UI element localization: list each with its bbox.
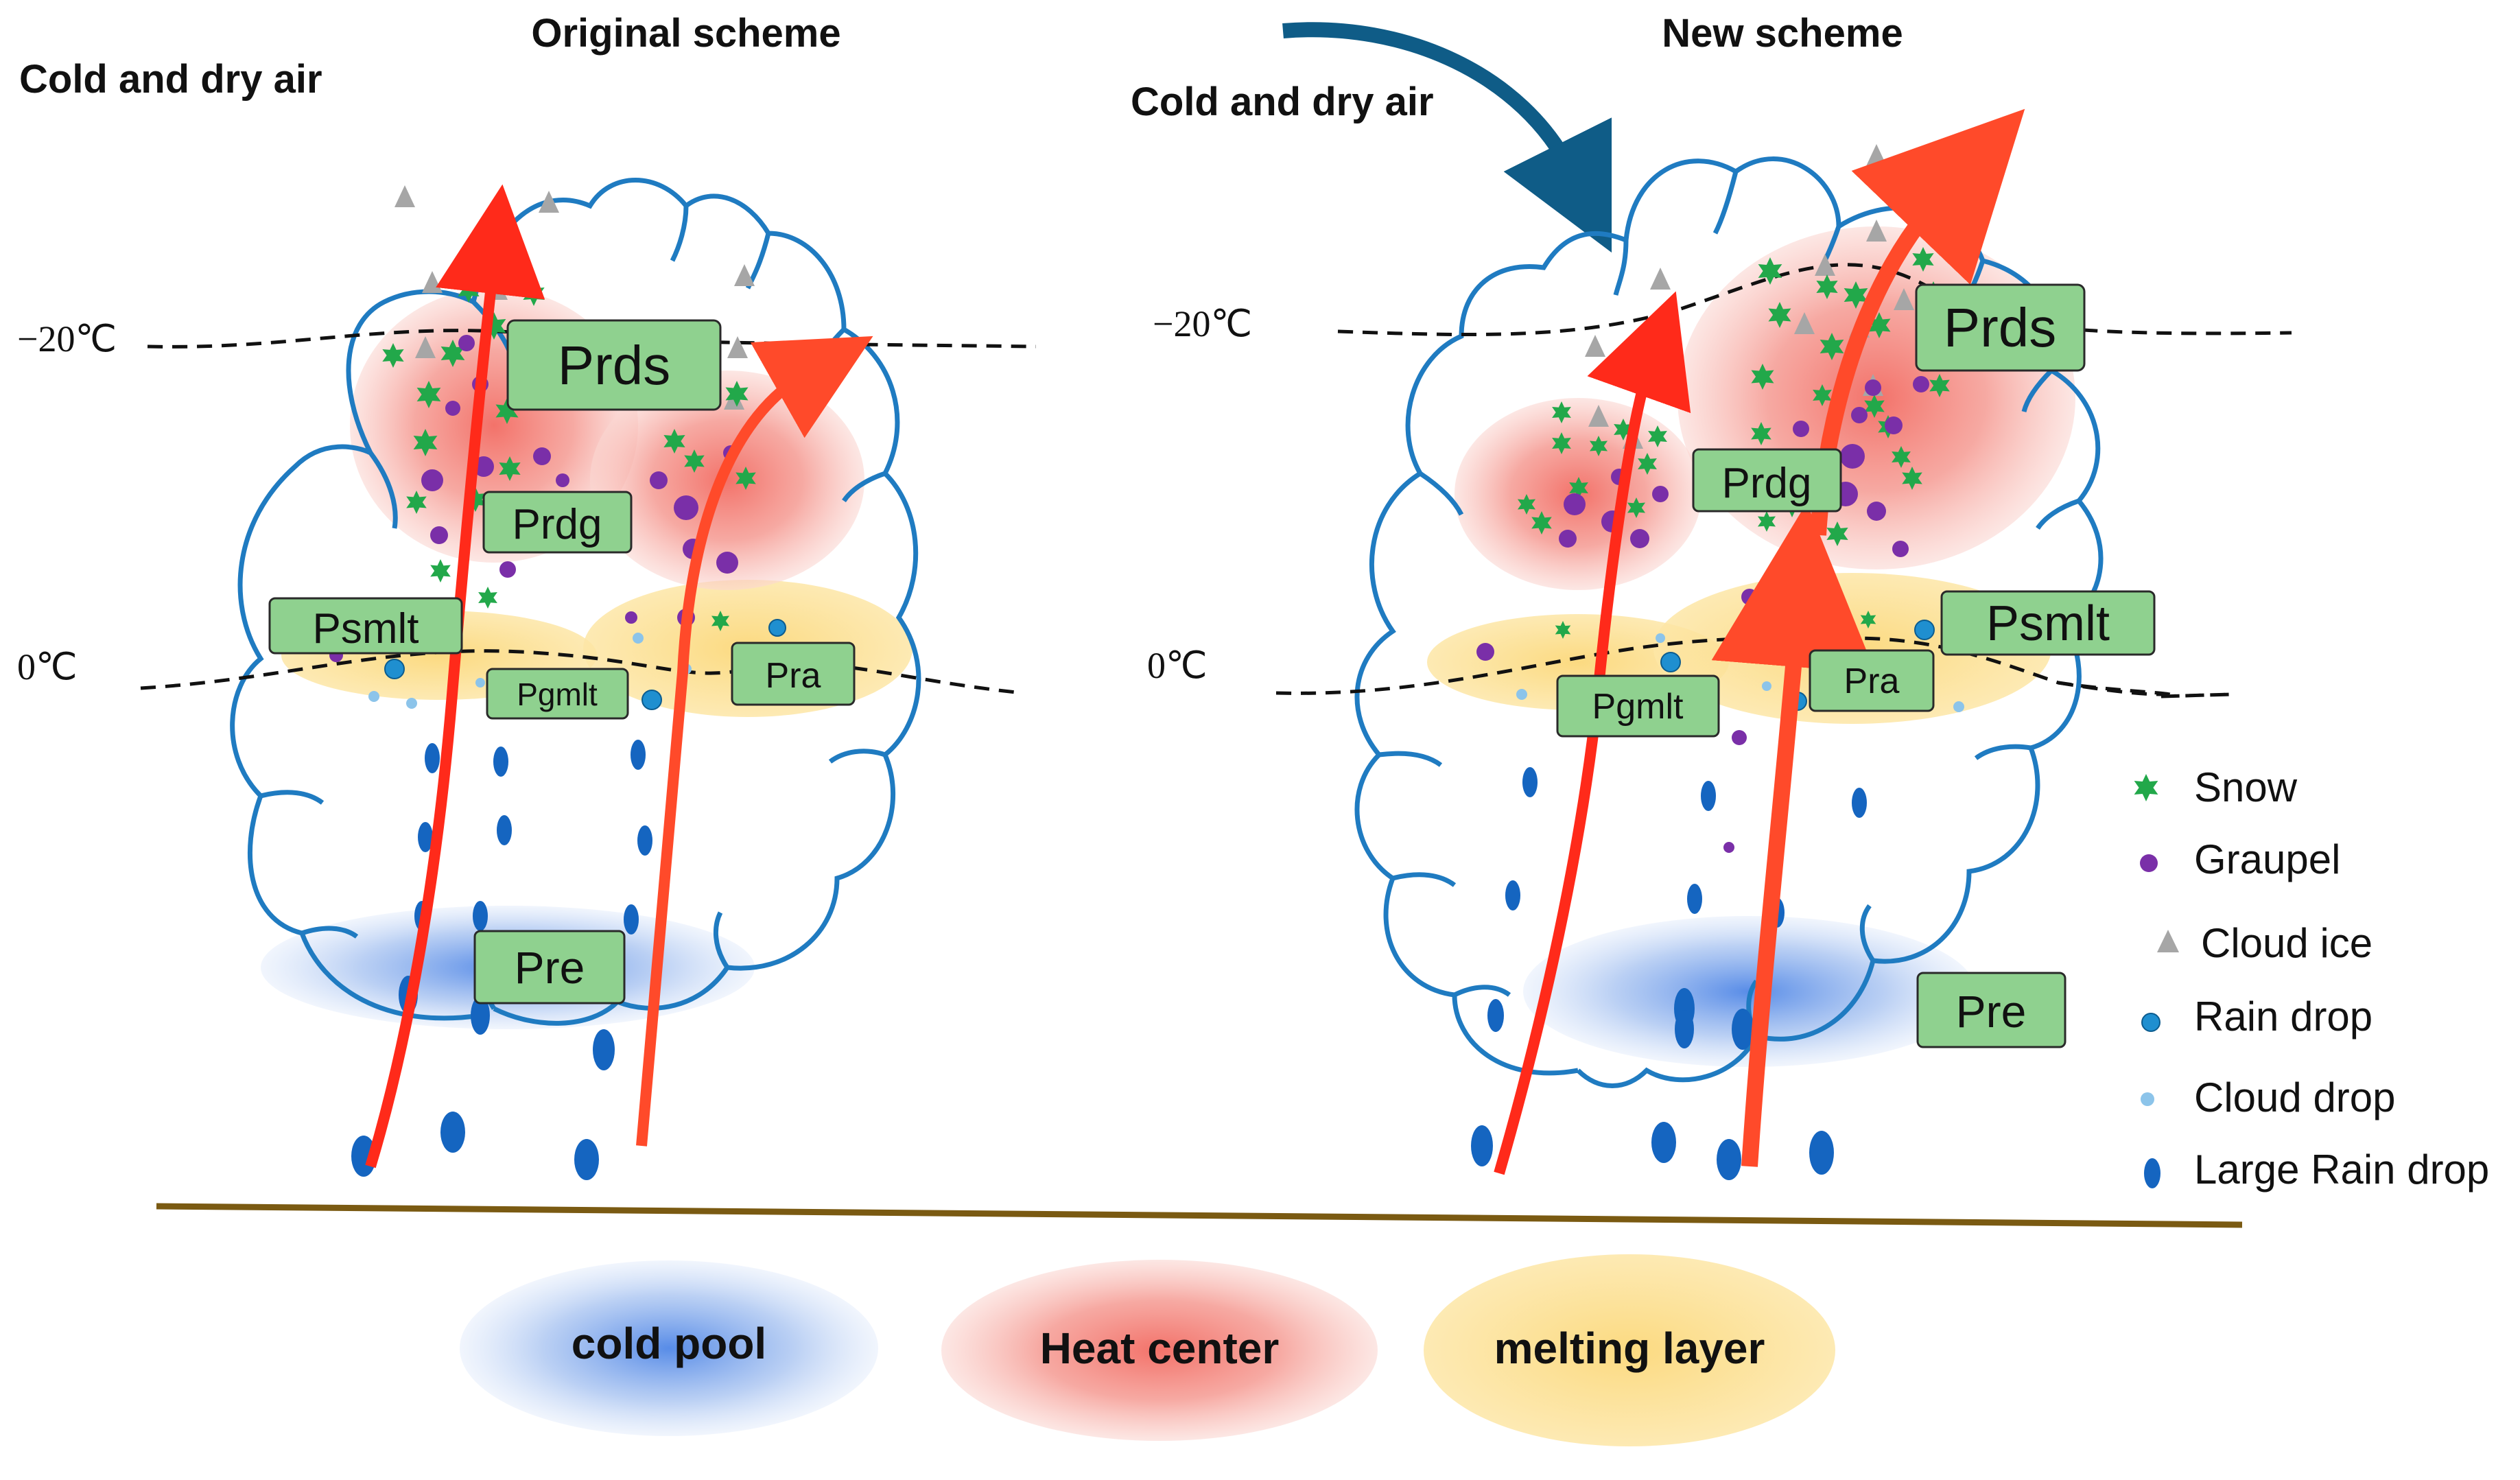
right-cloud-lobe xyxy=(1974,744,2032,760)
legend-item-cloud-ice: Cloud ice xyxy=(2157,920,2372,966)
left-pre-box: Pre xyxy=(473,930,626,1005)
left-rain-drop-particles xyxy=(384,619,786,710)
left-temp-lower-label: 0℃ xyxy=(17,646,78,688)
right-cloud-lobe xyxy=(1613,239,1629,296)
legend-item-large-rain-drop: Large Rain drop xyxy=(2144,1147,2489,1193)
legend-rain-drop-label: Rain drop xyxy=(2194,994,2372,1039)
legend-graupel-label: Graupel xyxy=(2194,836,2340,882)
left-cloud-lobe xyxy=(670,205,689,262)
legend-snow-label: Snow xyxy=(2194,764,2298,810)
left-psmlt-box: Psmlt xyxy=(268,597,463,655)
right-prds-label: Prds xyxy=(1944,297,2057,358)
cloud-drop-icon xyxy=(2141,1092,2154,1106)
right-cloud-lobe xyxy=(1378,751,1443,767)
left-psmlt-label: Psmlt xyxy=(313,605,419,653)
legend-cloud-ice-label: Cloud ice xyxy=(2201,920,2372,966)
legend-item-cloud-drop: Cloud drop xyxy=(2141,1074,2396,1120)
right-cloud-lobe xyxy=(1859,904,1875,962)
left-pgmlt-label: Pgmlt xyxy=(517,677,598,712)
left-prdg-box: Prdg xyxy=(482,491,633,554)
right-cloud-lobe xyxy=(1419,471,1464,516)
legend-melting-layer-label: melting layer xyxy=(1494,1324,1765,1373)
legend-large-rain-drop-label: Large Rain drop xyxy=(2194,1147,2489,1193)
left-prdg-label: Prdg xyxy=(513,501,602,548)
rain-drop-icon xyxy=(2141,1013,2160,1032)
legend-item-snow: Snow xyxy=(2134,764,2298,810)
heat-center-swatch xyxy=(941,1260,1378,1441)
left-prds-box: Prds xyxy=(506,319,722,411)
left-pre-label: Pre xyxy=(515,942,585,993)
left-updraft-arrow xyxy=(365,184,545,1168)
right-pra-box: Pra xyxy=(1809,649,1935,712)
legend-cold-pool: cold pool xyxy=(460,1260,878,1436)
graupel-dot-icon xyxy=(2140,854,2158,872)
left-prds-label: Prds xyxy=(558,335,671,396)
right-isotherm-minus20 xyxy=(1337,263,2292,337)
left-cloud-lobe xyxy=(713,911,729,969)
right-prdg-box: Prdg xyxy=(1692,448,1842,513)
right-prds-box: Prds xyxy=(1915,283,2086,372)
left-cloud-lobe xyxy=(814,327,846,371)
legend-melting-layer: melting layer xyxy=(1424,1254,1835,1446)
cold-pool-swatch xyxy=(460,1260,878,1436)
right-cloud-lobe xyxy=(1453,985,1511,998)
melting-layer-swatch xyxy=(1424,1254,1835,1446)
left-cloud-lobe xyxy=(368,451,398,529)
legend-heat-center: Heat center xyxy=(941,1260,1378,1441)
legend-cold-pool-label: cold pool xyxy=(572,1319,766,1368)
left-updraft-arrow xyxy=(636,336,873,1147)
right-cloud-outline xyxy=(1354,156,2104,1088)
left-isotherm-0 xyxy=(140,649,1023,695)
region-legend: cold pool Heat center melting layer xyxy=(460,1254,1835,1446)
right-panel-title: New scheme xyxy=(1662,11,1903,56)
right-psmlt-label: Psmlt xyxy=(1986,596,2110,651)
left-cloud-lobe xyxy=(828,749,886,764)
right-pgmlt-box: Pgmlt xyxy=(1556,674,1720,738)
left-pra-label: Pra xyxy=(766,656,821,696)
legend-item-graupel: Graupel xyxy=(2140,836,2340,882)
left-pgmlt-box: Pgmlt xyxy=(486,668,629,720)
right-cloud-lobe xyxy=(1712,171,1739,235)
right-pre-box: Pre xyxy=(1916,972,2066,1048)
legend-cloud-drop-label: Cloud drop xyxy=(2194,1074,2396,1120)
right-panel: New scheme Cold and dry air −20℃ 0℃ xyxy=(1131,11,2292,1180)
right-psmlt-box: Psmlt xyxy=(1940,590,2156,656)
left-temp-upper-label: −20℃ xyxy=(17,318,117,360)
right-temp-lower-label: 0℃ xyxy=(1147,645,1208,686)
left-panel: Original scheme Cold and dry air −20℃ 0℃ xyxy=(17,11,1037,1180)
right-pra-label: Pra xyxy=(1844,661,1900,701)
right-prdg-label: Prdg xyxy=(1722,460,1812,507)
large-rain-drop-icon xyxy=(2144,1158,2160,1188)
legend-item-rain-drop: Rain drop xyxy=(2141,994,2372,1039)
legend-heat-center-label: Heat center xyxy=(1040,1324,1280,1373)
snow-star-icon xyxy=(2134,774,2158,801)
right-cloud-lobe xyxy=(2036,498,2080,530)
ground-line xyxy=(156,1203,2243,1228)
right-pgmlt-label: Pgmlt xyxy=(1592,687,1684,727)
right-rain-drop-particles xyxy=(1660,620,1935,711)
right-updraft-arrow xyxy=(1711,502,1876,1167)
right-pre-label: Pre xyxy=(1956,986,2027,1037)
particle-legend: Snow Graupel Cloud ice Rain drop Cloud d… xyxy=(2134,764,2489,1193)
left-panel-title: Original scheme xyxy=(531,11,840,56)
left-pra-box: Pra xyxy=(731,642,856,706)
right-cold-air-label: Cold and dry air xyxy=(1131,80,1434,124)
right-isotherm-0 xyxy=(1275,636,2234,698)
right-cloud-lobe xyxy=(1392,872,1457,887)
right-temp-upper-label: −20℃ xyxy=(1153,303,1252,344)
right-cloud-lobe xyxy=(2021,368,2053,412)
left-cloud-outline xyxy=(230,178,921,1026)
left-cold-air-label: Cold and dry air xyxy=(19,57,322,102)
cloud-ice-triangle-icon xyxy=(2157,930,2179,952)
left-cloud-lobe xyxy=(301,926,359,939)
cold-air-inflow-arrow xyxy=(1282,22,1612,253)
left-cloud-lobe xyxy=(842,471,886,503)
left-cloud-lobe xyxy=(260,790,325,805)
right-large-rain-drop-particles xyxy=(1471,767,1867,1180)
